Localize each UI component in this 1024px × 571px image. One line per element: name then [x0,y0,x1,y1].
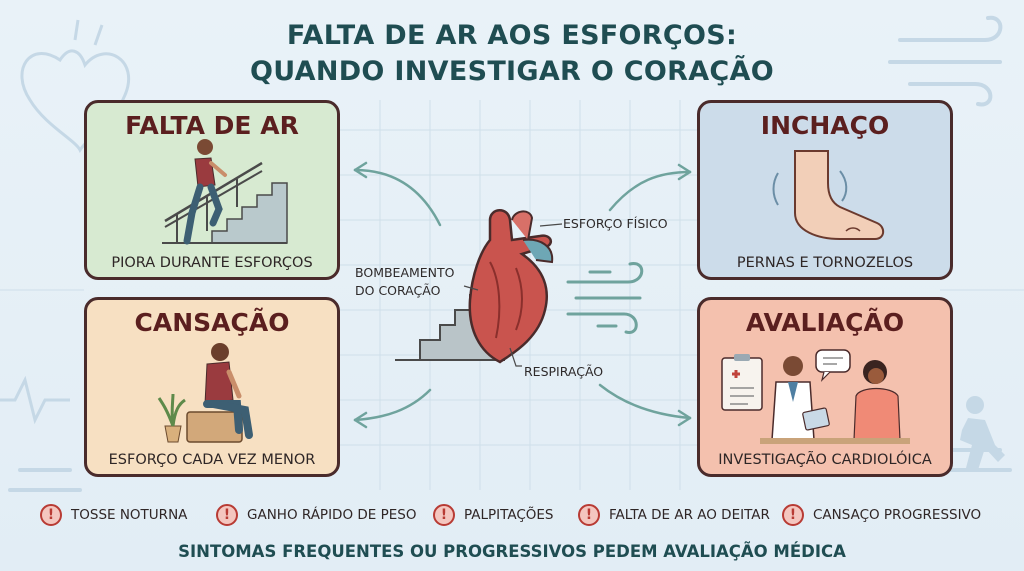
warning-text: PALPITAÇÕES [464,507,554,523]
faint-runner-icon [960,396,1005,470]
label-esforco-fisico: ESFORÇO FÍSICO [563,216,668,231]
card-caption: INVESTIGAÇÃO CARDIOLÓICA [718,452,932,468]
card-cansacao: CANSAÇÃO ESFORÇO CADA VEZ MENOR [84,297,340,477]
label-respiracao: RESPIRAÇÃO [524,364,604,379]
wind-icon [566,262,644,334]
warning-item: ! PALPITAÇÕES [433,502,554,528]
card-title: CANSAÇÃO [134,308,290,337]
exclamation-icon: ! [782,504,804,526]
warning-text: CANSAÇO PROGRESSIVO [813,507,982,523]
faint-pulse-icon [0,375,70,425]
card-avaliacao: AVALIAÇÃO INVESTIGAÇÃO CARDIOLÓICA [697,297,953,477]
stairs-climber-icon [162,139,288,245]
card-caption: PIORA DURANTE ESFORÇOS [111,255,313,271]
card-caption: PERNAS E TORNOZELOS [736,255,914,271]
warning-text: FALTA DE AR AO DEITAR [609,507,770,523]
card-caption: ESFORÇO CADA VEZ MENOR [108,452,316,468]
warning-signs-row: ! TOSSE NOTURNA ! GANHO RÁPIDO DE PESO !… [40,502,1000,528]
page-title-line2: QUANDO INVESTIGAR O CORAÇÃO [249,56,774,87]
exclamation-icon: ! [216,504,238,526]
center-illustration [395,209,644,367]
warning-item: ! GANHO RÁPIDO DE PESO [216,502,416,528]
heart-icon [468,209,554,364]
tired-person-icon [157,343,253,443]
exclamation-icon: ! [578,504,600,526]
card-title: AVALIAÇÃO [745,308,905,337]
card-title: INCHAÇO [760,111,890,140]
page-title-line1: FALTA DE AR AOS ESFORÇOS: [286,20,738,51]
doctor-consultation-icon [721,349,910,444]
footer-message: SINTOMAS FREQUENTES OU PROGRESSIVOS PEDE… [178,542,846,561]
label-bombeamento: BOMBEAMENTO DO CORAÇÃO [355,265,455,298]
card-title: FALTA DE AR [125,111,299,140]
warning-text: GANHO RÁPIDO DE PESO [247,507,417,523]
card-falta-de-ar: FALTA DE AR PIORA DURANTE ESFORÇOS [84,100,340,280]
connector-arrows [353,161,692,429]
warning-text: TOSSE NOTURNA [71,507,188,523]
card-inchaco: INCHAÇO PERNAS E TORNOZELOS [697,100,953,280]
warning-item: ! TOSSE NOTURNA [40,502,187,528]
exclamation-icon: ! [40,504,62,526]
warning-item: ! CANSAÇO PROGRESSIVO [782,502,981,528]
exclamation-icon: ! [433,504,455,526]
swollen-foot-icon [772,150,885,240]
warning-item: ! FALTA DE AR AO DEITAR [578,502,770,528]
